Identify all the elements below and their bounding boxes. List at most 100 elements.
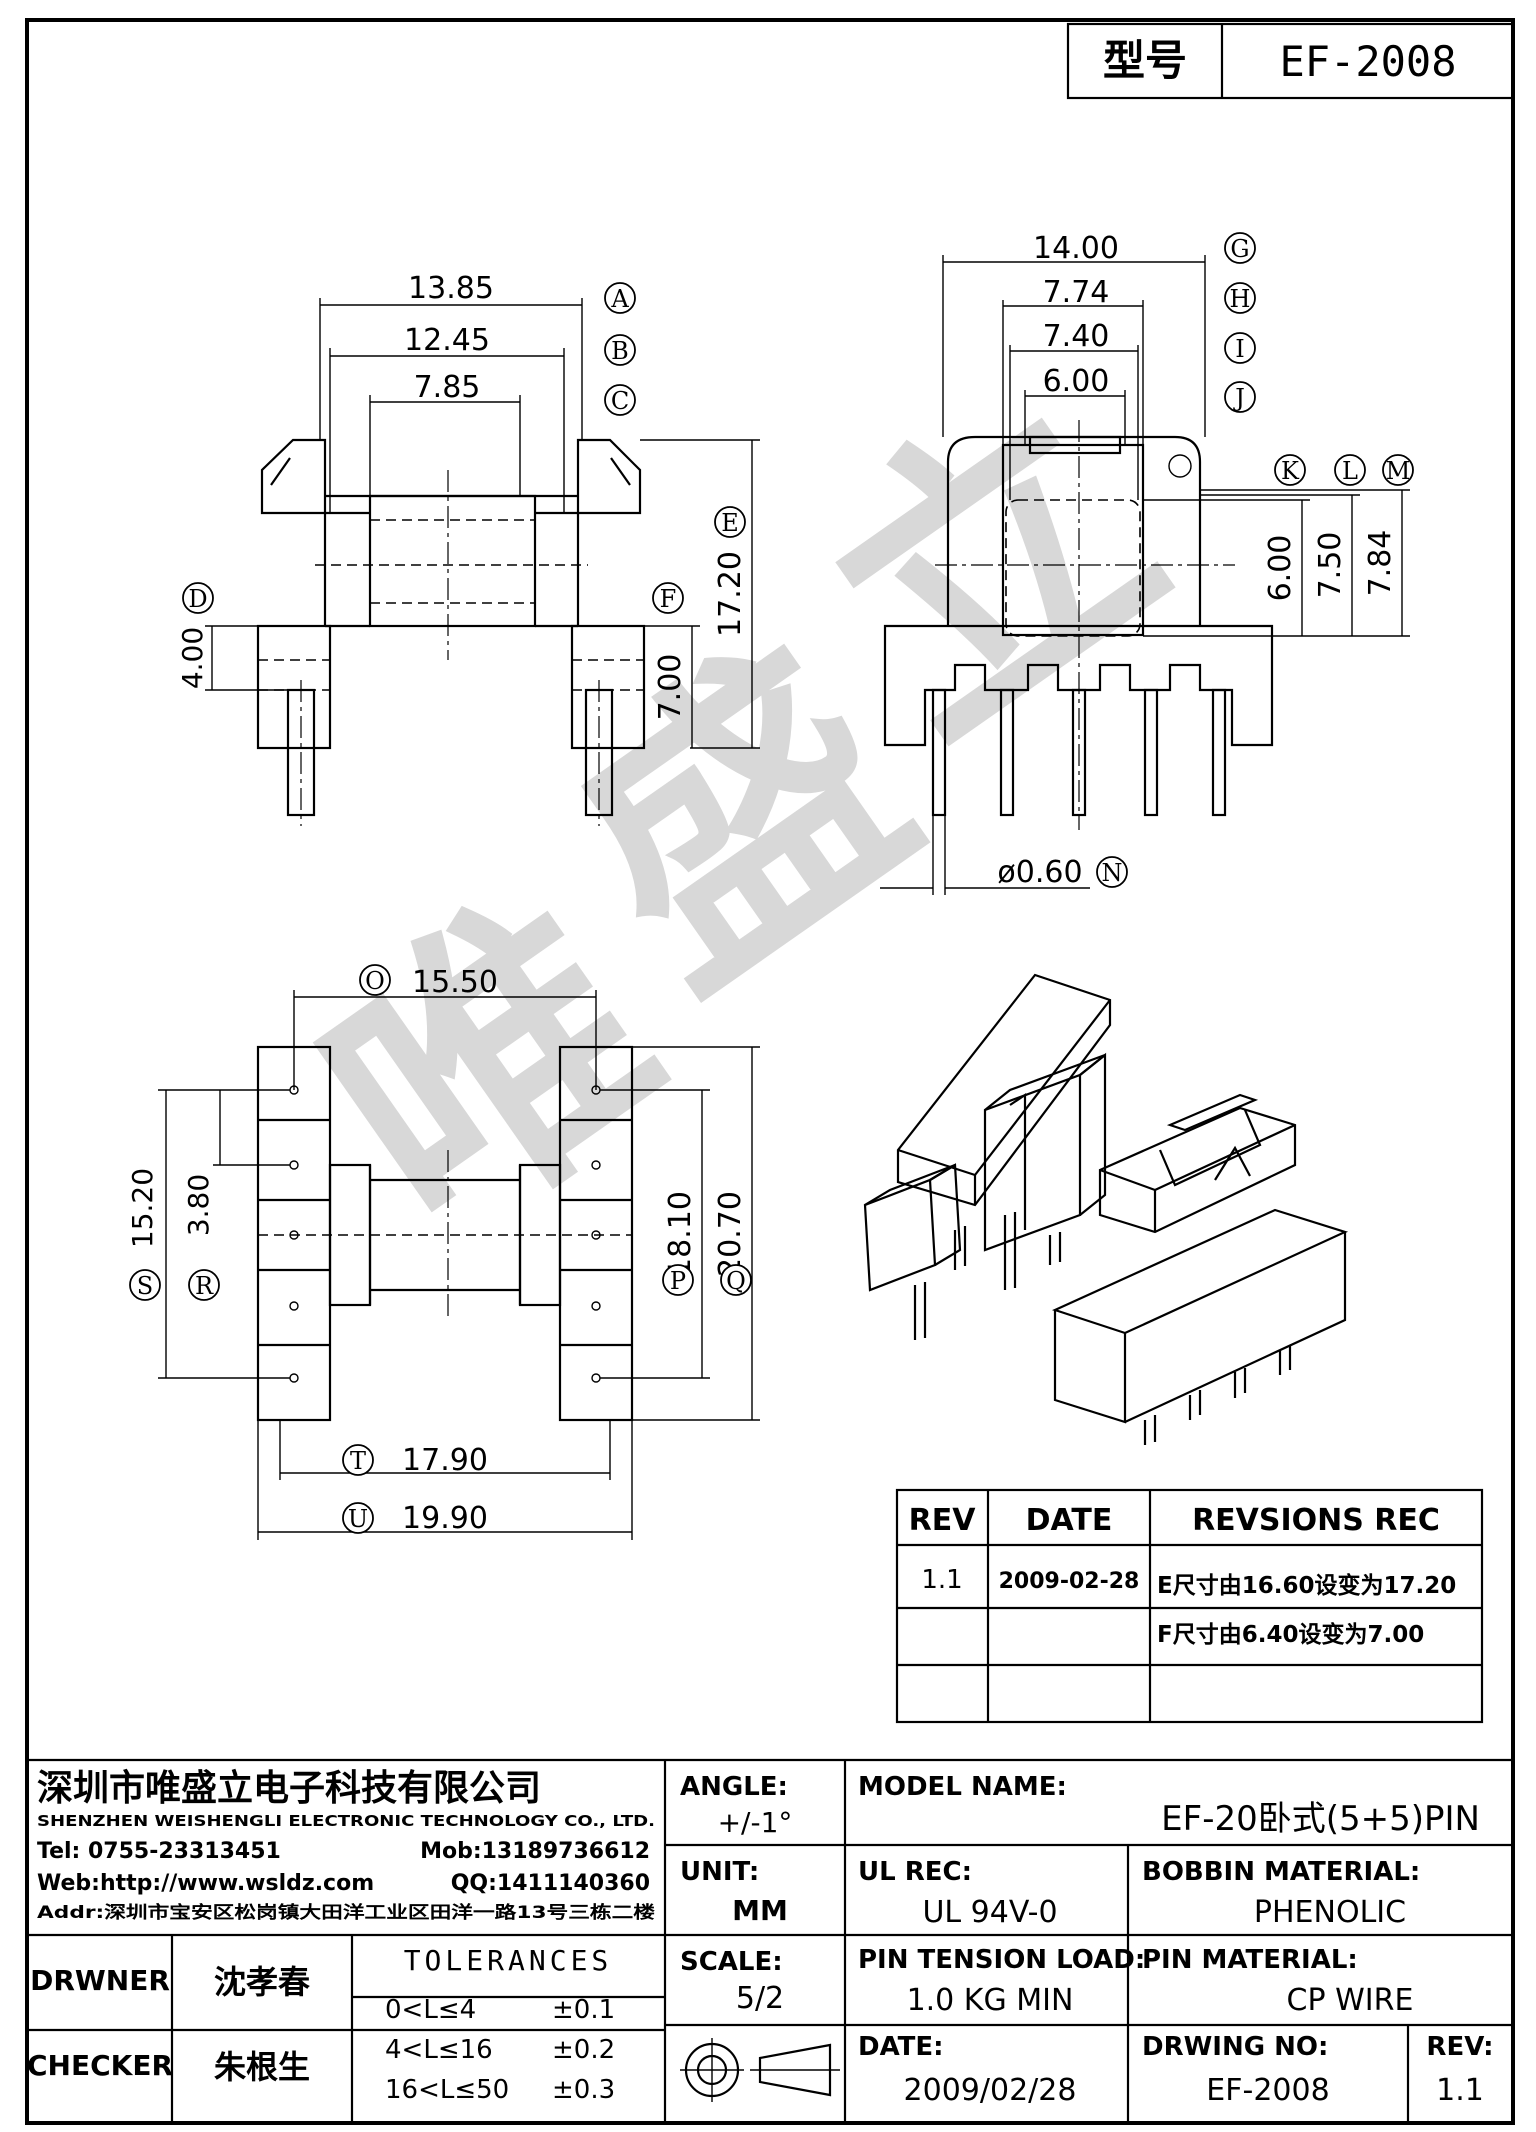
company-tel: Tel: 0755-23313451 xyxy=(37,1839,281,1864)
svg-text:T: T xyxy=(350,1447,366,1475)
dim-L-value: 7.50 xyxy=(1313,532,1348,599)
header-box: 型号 EF-2008 xyxy=(1066,22,1515,100)
pin-tension-label: PIN TENSION LOAD: xyxy=(858,1945,1145,1975)
svg-text:N: N xyxy=(1102,859,1123,887)
checker-value: 朱根生 xyxy=(214,2048,310,2086)
svg-text:H: H xyxy=(1230,285,1251,313)
svg-text:L: L xyxy=(1342,457,1358,485)
svg-text:Q: Q xyxy=(726,1267,746,1295)
svg-text:J: J xyxy=(1232,384,1245,412)
dim-D-value: 4.00 xyxy=(176,627,209,689)
tolerance-value-1: ±0.1 xyxy=(552,1995,615,2025)
rev-header-rec: REVSIONS REC xyxy=(1192,1503,1440,1538)
dim-B-value: 12.45 xyxy=(404,323,490,358)
rev-row-1-rev: 1.1 xyxy=(921,1565,962,1595)
model-label: 型号 xyxy=(1103,36,1187,85)
front-view: 13.85 12.45 7.85 17.20 7.00 4.00 A B C D… xyxy=(176,271,760,826)
svg-text:K: K xyxy=(1281,457,1300,485)
unit-value: MM xyxy=(732,1894,788,1927)
company-name-en: SHENZHEN WEISHENGLI ELECTRONIC TECHNOLOG… xyxy=(37,1812,655,1830)
tolerance-range-3: 16<L≤50 xyxy=(385,2075,509,2105)
company-name-cn: 深圳市唯盛立电子科技有限公司 xyxy=(37,1768,541,1809)
tolerance-value-2: ±0.2 xyxy=(552,2035,615,2065)
date-value: 2009/02/28 xyxy=(904,2073,1077,2108)
drwing-no-value: EF-2008 xyxy=(1206,2073,1329,2108)
model-value: EF-2008 xyxy=(1279,37,1456,86)
dim-M-value: 7.84 xyxy=(1363,530,1398,597)
tolerance-value-3: ±0.3 xyxy=(552,2075,615,2105)
svg-text:E: E xyxy=(721,509,739,537)
drawer-value: 沈孝春 xyxy=(214,1963,310,2001)
rev-header-rev: REV xyxy=(909,1503,977,1538)
model-name-label: MODEL NAME: xyxy=(858,1772,1067,1802)
dim-G-value: 14.00 xyxy=(1033,231,1119,266)
pin-material-value: CP WIRE xyxy=(1287,1983,1414,2018)
bobbin-material-value: PHENOLIC xyxy=(1254,1895,1406,1930)
dim-F-value: 7.00 xyxy=(653,654,688,721)
ul-rec-value: UL 94V-0 xyxy=(922,1895,1057,1930)
drawer-label: DRWNER xyxy=(30,1964,170,1997)
dim-P-value: 18.10 xyxy=(663,1191,698,1277)
scale-label: SCALE: xyxy=(680,1947,783,1977)
dim-S-value: 15.20 xyxy=(126,1168,159,1248)
rev-row-1-rec2: F尺寸由6.40设变为7.00 xyxy=(1157,1621,1424,1648)
title-block: 深圳市唯盛立电子科技有限公司 SHENZHEN WEISHENGLI ELECT… xyxy=(27,1758,1513,2123)
isometric-view xyxy=(863,973,1349,1445)
tolerance-range-1: 0<L≤4 xyxy=(385,1995,476,2025)
scale-value: 5/2 xyxy=(736,1981,784,2016)
svg-text:B: B xyxy=(611,337,629,365)
company-addr: Addr:深圳市宝安区松岗镇大田洋工业区田洋一路13号三栋二楼 xyxy=(37,1902,655,1923)
model-name-value: EF-20卧式(5+5)PIN xyxy=(1161,1799,1480,1839)
svg-text:O: O xyxy=(365,967,385,995)
date-label: DATE: xyxy=(858,2032,944,2062)
rev-row-1-rec1: E尺寸由16.60设变为17.20 xyxy=(1157,1572,1456,1599)
svg-text:D: D xyxy=(188,585,207,613)
tolerances-label: TOLERANCES xyxy=(404,1944,613,1977)
pin-tension-value: 1.0 KG MIN xyxy=(907,1983,1074,2018)
dim-I-value: 7.40 xyxy=(1043,319,1110,354)
svg-text:M: M xyxy=(1386,457,1411,485)
rev-value: 1.1 xyxy=(1436,2073,1484,2108)
svg-text:F: F xyxy=(660,585,677,613)
company-qq: QQ:1411140360 xyxy=(451,1871,650,1896)
dim-U-value: 19.90 xyxy=(402,1501,488,1536)
rev-label: REV: xyxy=(1426,2032,1493,2062)
svg-text:A: A xyxy=(610,285,629,313)
drwing-no-label: DRWING NO: xyxy=(1142,2032,1328,2062)
company-web: Web:http://www.wsldz.com xyxy=(37,1871,374,1896)
svg-text:G: G xyxy=(1230,235,1249,263)
svg-text:U: U xyxy=(348,1505,368,1533)
angle-value: +/-1° xyxy=(718,1806,793,1839)
pin-material-label: PIN MATERIAL: xyxy=(1142,1945,1358,1975)
dim-J-value: 6.00 xyxy=(1043,364,1110,399)
revision-table: REV DATE REVSIONS REC 1.1 2009-02-28 E尺寸… xyxy=(895,1488,1484,1724)
dim-N-value: ø0.60 xyxy=(997,855,1082,890)
checker-label: CHECKER xyxy=(27,2049,173,2082)
unit-label: UNIT: xyxy=(680,1857,759,1887)
bottom-view: 15.50 18.10 20.70 3.80 15.20 17.90 19.90… xyxy=(126,964,760,1540)
svg-text:R: R xyxy=(195,1272,214,1300)
angle-label: ANGLE: xyxy=(680,1772,788,1802)
watermark: 唯 盛 立 xyxy=(271,340,1217,1298)
ul-rec-label: UL REC: xyxy=(858,1857,972,1887)
dim-A-value: 13.85 xyxy=(408,271,494,306)
tolerance-range-2: 4<L≤16 xyxy=(385,2035,493,2065)
rev-header-date: DATE xyxy=(1026,1503,1113,1538)
dim-E-value: 17.20 xyxy=(713,551,748,637)
side-view: 14.00 7.74 7.40 6.00 6.00 7.50 7.84 ø0.6… xyxy=(880,231,1414,895)
dim-K-value: 6.00 xyxy=(1263,535,1298,602)
svg-text:S: S xyxy=(137,1272,153,1300)
svg-text:C: C xyxy=(611,387,629,415)
dim-C-value: 7.85 xyxy=(414,370,481,405)
company-mob: Mob:13189736612 xyxy=(420,1839,650,1864)
sheet-border xyxy=(25,18,1515,2125)
dim-Q-value: 20.70 xyxy=(713,1191,748,1277)
dim-H-value: 7.74 xyxy=(1043,275,1110,310)
dim-T-value: 17.90 xyxy=(402,1443,488,1478)
bobbin-material-label: BOBBIN MATERIAL: xyxy=(1142,1857,1420,1887)
projection-symbol xyxy=(680,2038,840,2102)
svg-text:P: P xyxy=(670,1267,686,1295)
dim-R-value: 3.80 xyxy=(182,1174,215,1236)
